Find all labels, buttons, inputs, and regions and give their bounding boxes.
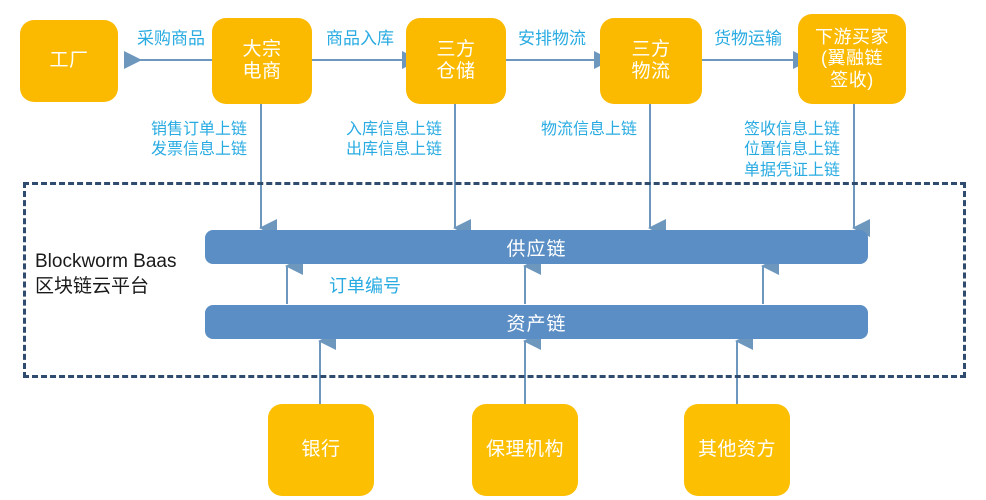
node-third-party-logistics-label: 三方 物流 (631, 38, 671, 82)
node-other-financiers[interactable]: 其他资方 (684, 404, 790, 496)
onchain-label-receipt-info: 签收信息上链 位置信息上链 单据凭证上链 (743, 121, 840, 179)
node-third-party-logistics[interactable]: 三方 物流 (600, 18, 702, 104)
flow-label-goods-transport: 货物运输 (714, 29, 782, 48)
node-bank-label: 银行 (301, 438, 341, 460)
flow-label-inbound: 商品入库 (326, 29, 394, 48)
node-factory-label: 工厂 (49, 49, 89, 71)
node-downstream-buyer[interactable]: 下游买家 (翼融链 签收) (798, 14, 906, 104)
flow-label-purchase: 采购商品 (137, 29, 205, 48)
onchain-label-sales-order: 销售订单上链 发票信息上链 (150, 121, 247, 159)
node-factoring-institution[interactable]: 保理机构 (472, 404, 578, 496)
flow-label-arrange-logistics: 安排物流 (518, 29, 586, 48)
node-other-financiers-label: 其他资方 (697, 438, 776, 460)
node-bulk-ecommerce-label: 大宗 电商 (242, 38, 282, 82)
chain-asset-label: 资产链 (506, 313, 567, 335)
node-bank[interactable]: 银行 (268, 404, 374, 496)
onchain-label-logistics-info: 物流信息上链 (540, 121, 637, 138)
node-factoring-institution-label: 保理机构 (485, 438, 564, 460)
node-downstream-buyer-label: 下游买家 (翼融链 签收) (815, 27, 889, 90)
node-third-party-warehouse[interactable]: 三方 仓储 (406, 18, 506, 104)
chain-supply-label: 供应链 (506, 238, 567, 260)
blockchain-platform-container (23, 182, 966, 378)
chain-supply[interactable]: 供应链 (205, 230, 868, 264)
platform-title: Blockworm Baas 区块链云平台 (35, 251, 177, 297)
node-bulk-ecommerce[interactable]: 大宗 电商 (212, 18, 312, 104)
onchain-label-warehouse-info: 入库信息上链 出库信息上链 (345, 121, 442, 159)
inter-chain-label-order-number: 订单编号 (329, 276, 401, 296)
node-factory[interactable]: 工厂 (20, 20, 118, 102)
node-third-party-warehouse-label: 三方 仓储 (436, 38, 476, 82)
chain-asset[interactable]: 资产链 (205, 305, 868, 339)
